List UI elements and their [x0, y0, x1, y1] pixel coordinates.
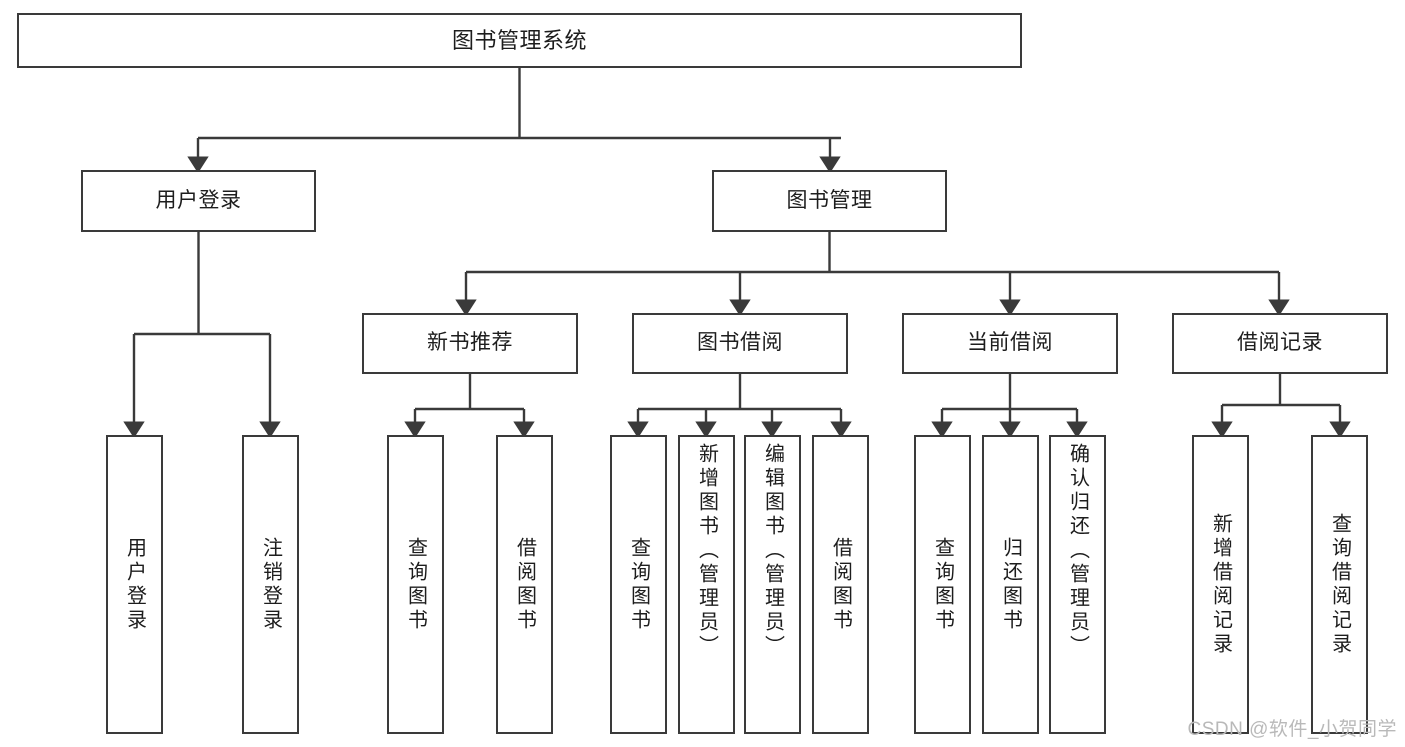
node-label: 借阅图书 [513, 536, 536, 633]
node-label: 图书管理 [786, 188, 873, 212]
node-label: 用户登录 [123, 536, 146, 633]
node-label: 归还图书 [999, 536, 1022, 633]
leaf-borrow-borrow-book[interactable]: 借阅图书 [812, 435, 869, 734]
node-label: 当前借阅 [967, 331, 1053, 355]
leaf-user-login-login[interactable]: 用户登录 [106, 435, 163, 734]
node-borrow-record[interactable]: 借阅记录 [1172, 313, 1388, 374]
node-label: 注销登录 [259, 536, 282, 633]
node-label: 借阅记录 [1237, 331, 1323, 355]
leaf-record-add-record[interactable]: 新增借阅记录 [1192, 435, 1249, 734]
node-book-management[interactable]: 图书管理 [712, 170, 947, 232]
node-label: 确认归还（管理员） [1066, 443, 1089, 659]
leaf-recommend-borrow-book[interactable]: 借阅图书 [496, 435, 553, 734]
node-user-login[interactable]: 用户登录 [81, 170, 316, 232]
leaf-record-query-record[interactable]: 查询借阅记录 [1311, 435, 1368, 734]
node-label: 新增图书（管理员） [695, 443, 718, 659]
node-label: 编辑图书（管理员） [761, 443, 784, 659]
leaf-current-query-book[interactable]: 查询图书 [914, 435, 971, 734]
leaf-borrow-edit-book-admin[interactable]: 编辑图书（管理员） [744, 435, 801, 734]
node-label: 用户登录 [155, 188, 242, 212]
node-label: 查询图书 [931, 536, 954, 633]
leaf-current-return-book[interactable]: 归还图书 [982, 435, 1039, 734]
node-label: 查询借阅记录 [1328, 512, 1351, 657]
leaf-borrow-add-book-admin[interactable]: 新增图书（管理员） [678, 435, 735, 734]
node-label: 借阅图书 [829, 536, 852, 633]
node-label: 查询图书 [627, 536, 650, 633]
node-label: 查询图书 [404, 536, 427, 633]
node-current-borrow[interactable]: 当前借阅 [902, 313, 1118, 374]
node-label: 图书借阅 [697, 331, 783, 355]
node-book-borrow[interactable]: 图书借阅 [632, 313, 848, 374]
leaf-current-confirm-return-admin[interactable]: 确认归还（管理员） [1049, 435, 1106, 734]
node-label: 新增借阅记录 [1209, 512, 1232, 657]
leaf-user-login-logout[interactable]: 注销登录 [242, 435, 299, 734]
node-label: 图书管理系统 [451, 27, 587, 53]
leaf-borrow-query-book[interactable]: 查询图书 [610, 435, 667, 734]
node-label: 新书推荐 [427, 331, 513, 355]
leaf-recommend-query-book[interactable]: 查询图书 [387, 435, 444, 734]
node-root-system[interactable]: 图书管理系统 [17, 13, 1022, 68]
node-new-book-recommend[interactable]: 新书推荐 [362, 313, 578, 374]
